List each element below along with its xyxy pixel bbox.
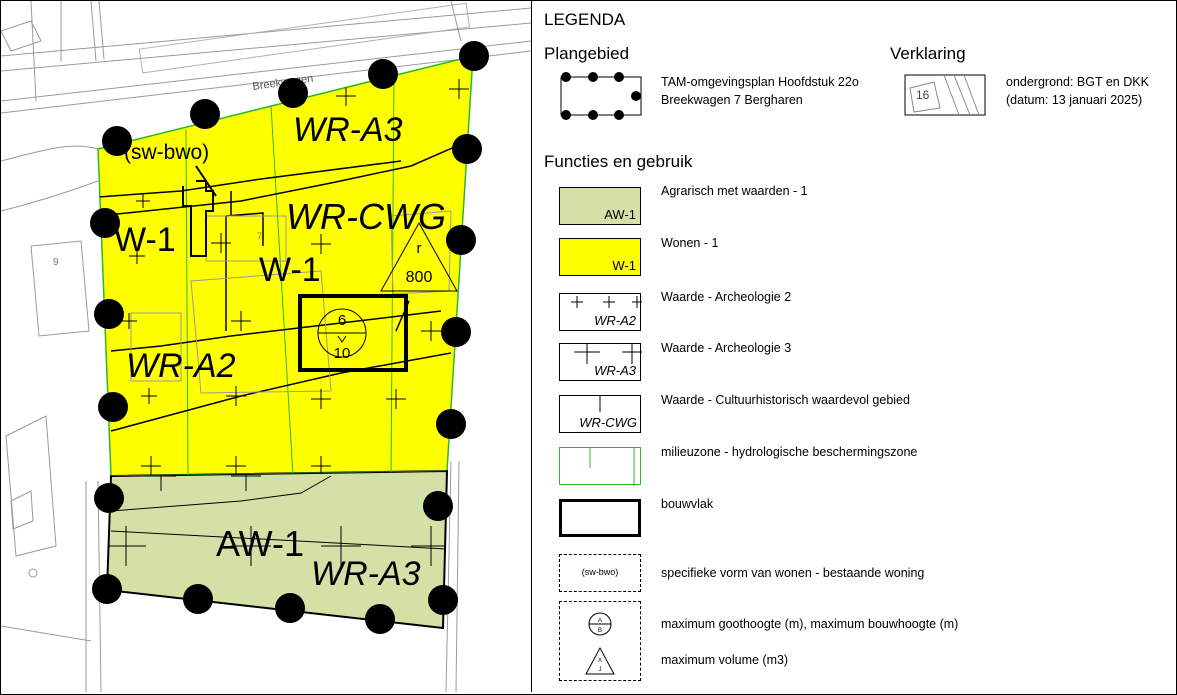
volume-letter: r [417,240,422,257]
symbol-letter-j: J [599,667,602,673]
swatch-wonen-code: W-1 [612,258,636,273]
legend-item-cultuurhistorisch: Waarde - Cultuurhistorisch waardevol geb… [661,393,910,407]
swatch-sw-bwo-code: (sw-bwo) [581,567,619,577]
panel-divider [531,1,532,692]
zone-internal-lines [98,75,473,476]
legend-item-agrarisch: Agrarisch met waarden - 1 [661,184,808,198]
legend-item-milieuzone: milieuzone - hydrologische beschermingsz… [661,445,918,459]
legend-item-bouwvlak: bouwvlak [661,497,714,511]
swatch-archeologie-3-code: WR-A3 [594,363,636,378]
symbol-letter-x: X [598,658,602,664]
bouwhoogte-value: 10 [334,345,351,362]
plangebied-heading: Plangebied [544,44,630,63]
label-aw1: AW-1 [216,523,304,564]
swatch-height-volume: A B X J [559,601,641,681]
verklaring-swatch-number: 16 [916,88,930,102]
legend-item-archeologie-3: Waarde - Archeologie 3 [661,341,792,355]
house-number-neighbor: 9 [53,257,59,268]
plangebied-text-2: Breekwagen 7 Bergharen [661,93,803,107]
label-wr-a3-bottom: WR-A3 [311,555,421,593]
swatch-milieuzone [559,447,641,486]
swatch-bouwvlak [559,499,641,537]
sw-bwo-outline [182,165,217,257]
label-w1-center: W-1 [259,251,321,289]
legend-item-wonen: Wonen - 1 [661,236,719,250]
plangebied-boundary [90,41,489,634]
legend-item-sw-bwo: specifieke vorm van wonen - bestaande wo… [661,566,925,580]
swatch-cultuurhistorisch: WR-CWG [559,395,641,433]
plangebied-text-1: TAM-omgevingsplan Hoofdstuk 22o [661,75,859,89]
legend-panel: LEGENDA Plangebied Verklaring TAM-omgevi… [532,1,1175,692]
symbol-letter-a: A [598,618,602,624]
volume-symbol [380,221,458,292]
verklaring-text-1: ondergrond: BGT en DKK [1006,75,1149,89]
swatch-wonen: W-1 [559,238,641,276]
legend-item-archeologie-2: Waarde - Archeologie 2 [661,290,792,304]
swatch-archeologie-2-code: WR-A2 [594,313,636,328]
swatch-sw-bwo: (sw-bwo) [559,554,641,592]
verklaring-text-2: (datum: 13 januari 2025) [1006,93,1143,107]
legend-title: LEGENDA [544,10,626,29]
volume-value: 800 [406,269,433,286]
label-wr-cwg: WR-CWG [286,196,446,237]
legend-item-volume: maximum volume (m3) [661,653,789,667]
swatch-agrarisch: AW-1 [559,187,641,225]
swatch-archeologie-2: WR-A2 [559,293,642,331]
plangebied-swatch [560,72,642,120]
label-wr-a3-top: WR-A3 [293,111,403,149]
map-panel[interactable]: 9 Breekwagen [1,1,531,692]
zoning-map: 9 Breekwagen [1,1,531,692]
swatch-agrarisch-code: AW-1 [604,207,636,222]
goothoogte-value: 6 [338,312,346,329]
label-sw-bwo: (sw-bwo) [124,141,209,164]
verklaring-swatch: 16 [904,74,986,116]
symbol-letter-b: B [598,628,602,634]
label-w1-left: W-1 [114,221,176,259]
legend-item-heights: maximum goothoogte (m), maximum bouwhoog… [661,617,959,631]
bouwvlak[interactable] [298,294,408,372]
swatch-cultuurhistorisch-code: WR-CWG [579,415,637,430]
base-map [1,1,531,692]
house-number-plot: 7 [257,231,262,241]
functies-heading: Functies en gebruik [544,152,693,171]
swatch-archeologie-3: WR-A3 [559,343,642,381]
verklaring-heading: Verklaring [890,44,966,63]
label-wr-a2: WR-A2 [126,347,236,385]
